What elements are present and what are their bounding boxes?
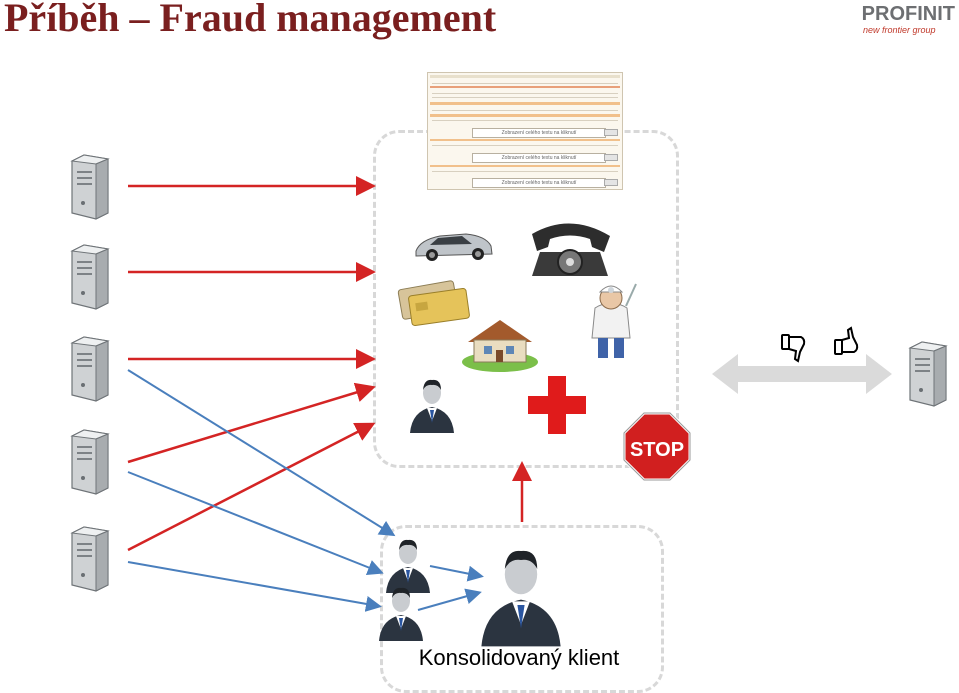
page-title: Příběh – Fraud management [4,0,497,40]
red-arrow-4 [127,382,376,464]
application-screenshot: Zobrazení celého textu na kliknutí Zobra… [427,72,623,190]
stop-sign-text: STOP [630,439,684,461]
server-icon-external [909,341,947,407]
house-icon [462,320,538,372]
logo-brand: PROFINIT [861,3,955,25]
server-icon-4 [71,429,109,495]
consolidated-client-icon [481,550,561,647]
blue-arrow-3 [127,561,382,612]
person-icon-main [410,379,454,433]
server-icon-5 [71,526,109,592]
car-icon [415,233,493,261]
server-icon-3 [71,336,109,402]
server-icon-2 [71,244,109,310]
red-arrow-5 [127,422,376,552]
stop-sign-icon [622,411,692,482]
red-cross-icon [528,376,586,434]
telephone-icon [532,223,610,276]
blue-arrow-2 [127,471,384,576]
red-arrows [127,176,532,552]
thumbs-up-icon [834,326,859,355]
person-icon-small-2 [379,587,423,641]
blue-arrow-4 [429,565,484,582]
blue-arrow-1 [127,369,396,537]
thumbs-down-icon [781,334,806,363]
double-arrow-icon [712,354,892,394]
person-icon-small-1 [386,539,430,593]
blue-arrow-5 [417,588,482,611]
server-icon-1 [71,154,109,220]
consolidated-client-label: Konsolidovaný klient [418,645,620,670]
blue-arrows [127,369,484,612]
credit-cards-icon [397,280,470,327]
logo-tagline: new frontier group [863,25,936,35]
doctor-icon [591,283,637,358]
profinit-logo: PROFINIT new frontier group [845,3,957,37]
